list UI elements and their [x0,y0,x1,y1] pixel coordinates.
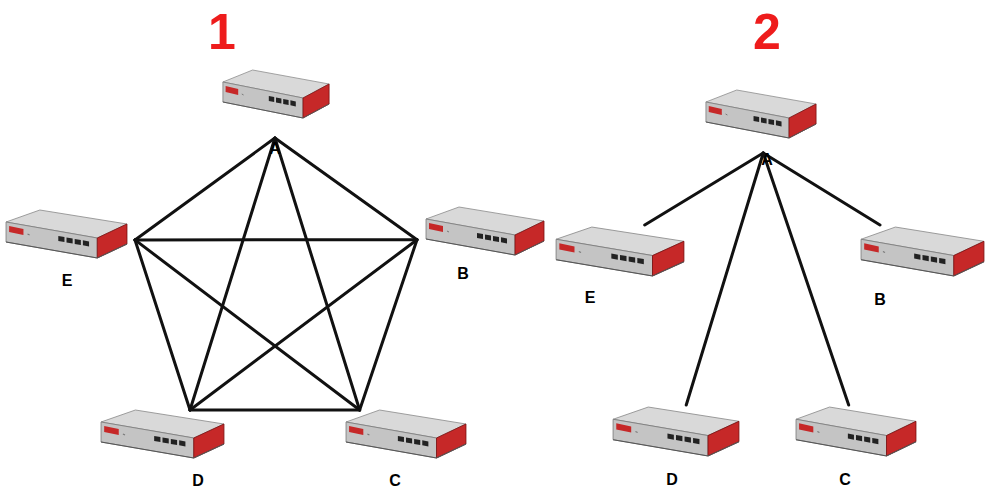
network-device: A [222,68,330,138]
router-device [860,225,985,280]
device-label: E [62,272,73,290]
router-device [705,88,817,142]
network-link [135,240,190,410]
network-link [135,138,275,240]
router-device [612,405,740,460]
router-device [555,225,685,280]
network-link [190,409,360,412]
network-link [686,153,763,405]
network-link [645,153,764,225]
device-label: A [761,151,773,169]
router-device [100,408,225,462]
router-device [345,408,467,462]
device-label: A [269,140,281,158]
network-link [275,138,360,410]
router-device [222,68,330,122]
router-device [425,205,545,259]
device-label: B [874,291,886,309]
network-device: D [100,410,225,462]
device-label: C [839,471,851,489]
callout-number: 1 [208,4,236,60]
network-link [275,138,417,240]
network-link [360,240,417,410]
router-device [795,405,917,460]
device-label: B [457,265,469,283]
network-link [135,238,417,241]
network-link [190,138,275,410]
network-link [763,153,880,225]
network-device: E [555,225,685,280]
network-link [135,240,360,410]
device-label: C [389,472,401,490]
network-device: E [5,208,135,264]
device-label: D [666,471,678,489]
network-link [190,240,417,410]
network-device: B [417,205,545,261]
callout-number: 2 [753,4,781,60]
network-device: B [860,225,985,280]
router-device [5,208,128,262]
device-label: E [585,289,596,307]
network-link [763,153,848,405]
network-device: D [612,405,740,460]
network-device: C [345,410,467,462]
device-label: D [192,472,204,490]
network-device: C [795,405,917,460]
network-device: A [705,88,817,153]
